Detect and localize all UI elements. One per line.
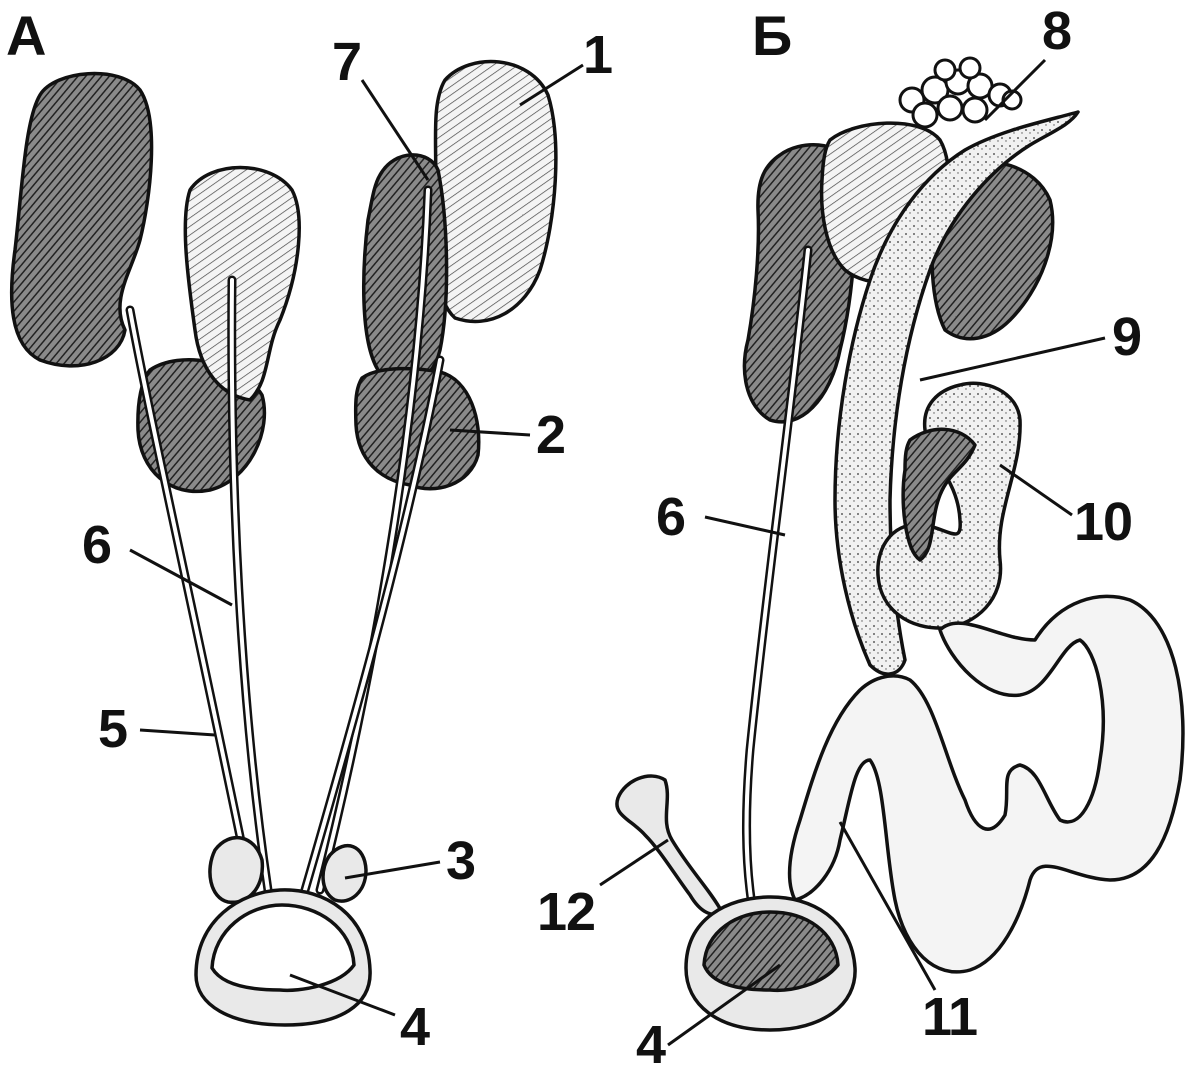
leader-b-8	[983, 58, 1047, 122]
cloaca-b-inner	[702, 910, 840, 993]
leader-a-2	[449, 428, 531, 437]
leader-a-4	[289, 973, 396, 1017]
panel-b-drawing	[615, 56, 1185, 1032]
label-a-4: 4	[400, 997, 430, 1057]
oviduct	[833, 110, 1080, 676]
right-swelling	[321, 844, 368, 903]
label-a-3: 3	[446, 831, 476, 891]
leader-a-3	[344, 860, 441, 880]
leader-b-6	[704, 515, 786, 537]
leader-a-1	[519, 63, 584, 107]
panel-a-drawing	[9, 59, 558, 1027]
label-b-12: 12	[537, 882, 596, 942]
left-swelling	[208, 835, 265, 904]
intestine	[787, 594, 1185, 974]
label-b-10: 10	[1074, 492, 1133, 552]
leader-b-12	[599, 838, 669, 887]
egg-cluster	[898, 56, 1023, 129]
left-kidney	[9, 71, 154, 368]
label-a-1: 1	[583, 25, 613, 85]
right-kidney	[431, 59, 558, 324]
leader-b-10	[999, 463, 1073, 517]
right-kidney-back	[362, 153, 449, 386]
leader-a-6	[129, 548, 233, 607]
panel-letter-a: А	[6, 4, 47, 67]
label-a-2: 2	[536, 405, 566, 465]
label-a-6: 6	[82, 515, 112, 575]
label-b-4: 4	[636, 1015, 666, 1075]
label-a-7: 7	[332, 32, 362, 92]
leader-b-9	[919, 336, 1106, 382]
leader-a-5	[139, 728, 216, 737]
leader-b-11	[838, 821, 937, 991]
leader-a-7	[360, 79, 430, 181]
leader-lines	[129, 58, 1106, 1047]
label-b-8: 8	[1042, 1, 1072, 61]
uterus-window	[901, 427, 977, 562]
label-a-5: 5	[98, 699, 128, 759]
cloaca-a-inner	[210, 903, 356, 993]
bladder	[615, 774, 724, 917]
label-b-6: 6	[656, 487, 686, 547]
leader-b-4	[667, 963, 781, 1047]
panel-letter-b: Б	[752, 4, 793, 67]
label-b-9: 9	[1112, 307, 1142, 367]
label-b-11: 11	[922, 987, 978, 1047]
middle-kidney	[183, 165, 301, 402]
right-gonad	[353, 366, 481, 491]
uterus	[876, 381, 1022, 630]
